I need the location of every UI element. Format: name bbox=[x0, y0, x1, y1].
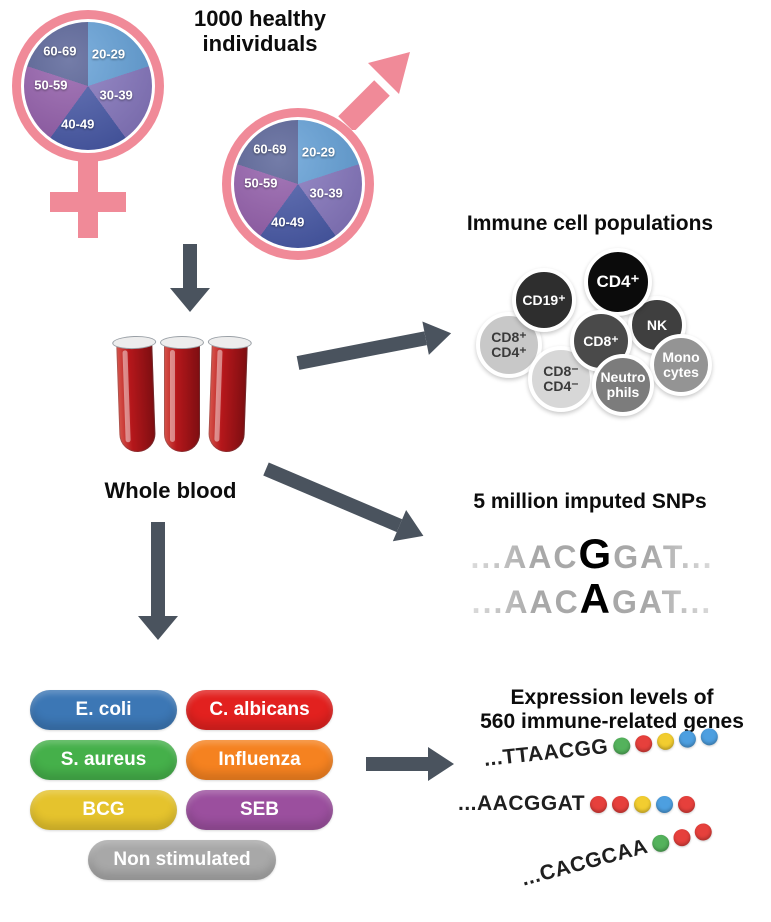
age-label-40-49: 40-49 bbox=[61, 116, 95, 132]
blood-tubes bbox=[111, 335, 262, 458]
expression-heading: Expression levels of 560 immune-related … bbox=[457, 686, 767, 734]
female-age-pie: 20-29 30-39 40-49 50-59 60-69 bbox=[24, 22, 152, 150]
expression-dot bbox=[612, 736, 631, 755]
stimulus-seb: SEB bbox=[186, 790, 333, 830]
expression-heading-line1: Expression levels of bbox=[510, 686, 714, 709]
expression-sequence: ...TTAACGG bbox=[482, 735, 610, 771]
expression-dot bbox=[590, 795, 608, 813]
age-label-20-29: 20-29 bbox=[301, 144, 336, 160]
expression-dot bbox=[692, 821, 714, 842]
male-age-pie: 20-29 30-39 40-49 50-59 60-69 bbox=[234, 120, 362, 248]
cell-monocytes: Mono cytes bbox=[650, 334, 712, 396]
snp-prefix: ...AAC bbox=[470, 539, 579, 575]
arrow-right-down-icon bbox=[259, 453, 431, 552]
snp-sequence-1: ...AACGGAT... bbox=[447, 530, 737, 578]
snp-suffix: GAT... bbox=[613, 539, 714, 575]
stimulus-label: BCG bbox=[82, 799, 125, 820]
female-symbol-crossbar bbox=[50, 192, 126, 212]
expression-row-2: ...AACGGAT bbox=[458, 792, 696, 816]
expression-dot bbox=[671, 826, 693, 848]
snp-suffix: GAT... bbox=[612, 584, 713, 620]
stimulus-e-coli: E. coli bbox=[30, 690, 177, 730]
female-circle: 20-29 30-39 40-49 50-59 60-69 bbox=[12, 10, 164, 162]
age-label-50-59: 50-59 bbox=[244, 175, 278, 191]
immune-heading: Immune cell populations bbox=[466, 212, 714, 235]
cell-label: CD8⁺ bbox=[583, 332, 619, 349]
cell-label: CD19⁺ bbox=[522, 291, 566, 308]
expression-dot bbox=[655, 731, 675, 751]
snps-heading: 5 million imputed SNPs bbox=[473, 490, 707, 513]
cell-label: CD4⁺ bbox=[596, 272, 640, 292]
male-icon: 20-29 30-39 40-49 50-59 60-69 bbox=[222, 50, 417, 265]
age-label-40-49: 40-49 bbox=[271, 214, 305, 230]
expression-dot bbox=[678, 795, 696, 813]
expression-heading-line2: 560 immune-related genes bbox=[480, 710, 744, 734]
arrow-down-icon bbox=[138, 522, 178, 640]
blood-tube bbox=[111, 335, 158, 453]
cell-label: Neutro phils bbox=[600, 369, 646, 400]
male-pie-ring: 20-29 30-39 40-49 50-59 60-69 bbox=[231, 117, 365, 251]
cell-cd4: CD4⁺ bbox=[584, 248, 652, 316]
cell-neutrophils: Neutro phils bbox=[592, 354, 654, 416]
age-label-60-69: 60-69 bbox=[253, 141, 287, 157]
cell-cd19: CD19⁺ bbox=[512, 268, 576, 332]
age-label-30-39: 30-39 bbox=[99, 87, 133, 103]
snp-variant: A bbox=[579, 575, 613, 622]
cell-label: CD8⁻ CD4⁻ bbox=[543, 363, 579, 394]
stimulus-non-stimulated: Non stimulated bbox=[88, 840, 276, 880]
expression-dot bbox=[634, 795, 652, 813]
arrow-down-icon bbox=[170, 244, 210, 312]
expression-dot bbox=[612, 795, 630, 813]
stimulus-influenza: Influenza bbox=[186, 740, 333, 780]
female-icon: 20-29 30-39 40-49 50-59 60-69 bbox=[12, 10, 192, 250]
age-label-60-69: 60-69 bbox=[43, 43, 77, 59]
snp-variant: G bbox=[578, 530, 614, 577]
blood-tube bbox=[160, 336, 204, 452]
expression-dot bbox=[656, 795, 674, 813]
snp-prefix: ...AAC bbox=[471, 584, 580, 620]
cell-label: CD8⁺ CD4⁺ bbox=[491, 329, 527, 360]
cell-label: NK bbox=[646, 316, 668, 333]
male-circle: 20-29 30-39 40-49 50-59 60-69 bbox=[222, 108, 374, 260]
age-label-20-29: 20-29 bbox=[91, 46, 126, 62]
stimulus-bcg: BCG bbox=[30, 790, 177, 830]
cell-label: Mono cytes bbox=[662, 349, 700, 380]
stimulus-s-aureus: S. aureus bbox=[30, 740, 177, 780]
stimulus-label: SEB bbox=[239, 799, 280, 820]
expression-sequence: ...CACGCAA bbox=[518, 834, 651, 891]
female-pie-ring: 20-29 30-39 40-49 50-59 60-69 bbox=[21, 19, 155, 153]
snp-sequence-2: ...AACAGAT... bbox=[447, 575, 737, 623]
figure-title: 1000 healthy individuals bbox=[193, 6, 327, 57]
expression-dot bbox=[650, 832, 671, 854]
arrow-right-icon bbox=[366, 747, 454, 781]
stimulus-label: S. aureus bbox=[60, 749, 147, 770]
expression-dot bbox=[699, 727, 719, 746]
expression-row-3: ...CACGCAA bbox=[519, 818, 714, 892]
stimulus-c-albicans: C. albicans bbox=[186, 690, 333, 730]
expression-dot bbox=[677, 729, 697, 748]
arrow-right-up-icon bbox=[295, 316, 455, 380]
expression-dot bbox=[634, 733, 653, 753]
blood-tube bbox=[206, 335, 253, 453]
expression-sequence: ...AACGGAT bbox=[458, 792, 586, 815]
stimulus-label: E. coli bbox=[75, 699, 132, 720]
whole-blood-label: Whole blood bbox=[104, 478, 237, 503]
age-label-30-39: 30-39 bbox=[309, 185, 343, 201]
stimulus-label: C. albicans bbox=[209, 699, 310, 720]
stimulus-label: Non stimulated bbox=[113, 849, 251, 870]
male-symbol-arrow bbox=[338, 52, 410, 130]
age-label-50-59: 50-59 bbox=[34, 77, 68, 93]
stimulus-label: Influenza bbox=[218, 749, 301, 770]
